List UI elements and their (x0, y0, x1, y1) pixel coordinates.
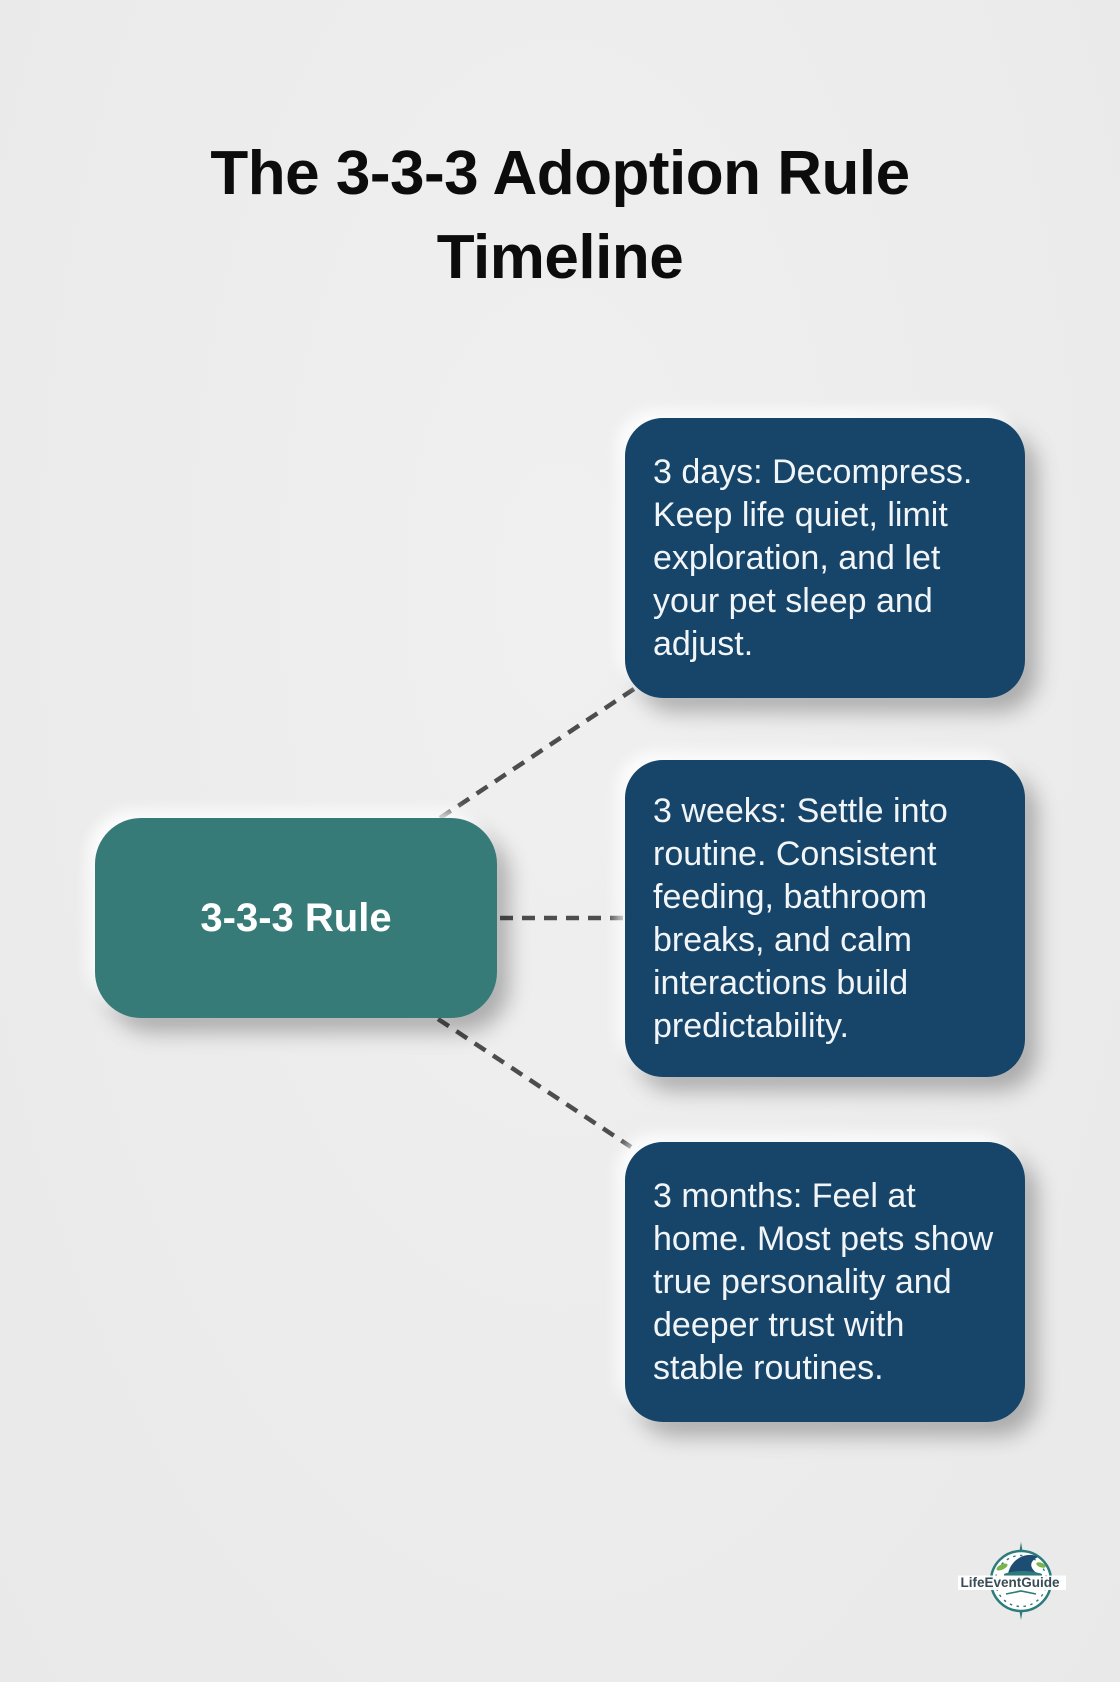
timeline-card-3-weeks: 3 weeks: Settle into routine. Consistent… (625, 760, 1025, 1077)
logo-wordmark: LifeEventGuide (960, 1575, 1060, 1590)
logo-sail-icon (1008, 1554, 1038, 1574)
connector-line-3-days (438, 687, 636, 820)
rule-center-node: 3-3-3 Rule (95, 818, 497, 1018)
page-title: The 3-3-3 Adoption Rule Timeline (210, 138, 910, 292)
timeline-card-3-months: 3 months: Feel at home. Most pets show t… (625, 1142, 1025, 1422)
timeline-card-3-weeks-text: 3 weeks: Settle into routine. Consistent… (653, 791, 948, 1045)
logo-leaf-right-icon (1036, 1562, 1046, 1568)
timeline-card-3-days: 3 days: Decompress. Keep life quiet, lim… (625, 418, 1025, 698)
logo-text-band (958, 1575, 1066, 1590)
timeline-card-3-months-text: 3 months: Feel at home. Most pets show t… (653, 1176, 994, 1387)
brand-logo: LifeEventGuide (958, 1542, 1066, 1620)
logo-underline-icon (1005, 1590, 1037, 1595)
timeline-card-3-days-text: 3 days: Decompress. Keep life quiet, lim… (653, 452, 973, 663)
logo-leaf-left-icon (996, 1563, 1008, 1571)
rule-center-node-label: 3-3-3 Rule (200, 895, 392, 940)
logo-wave-icon (1004, 1571, 1042, 1576)
connector-line-3-months (436, 1017, 633, 1149)
